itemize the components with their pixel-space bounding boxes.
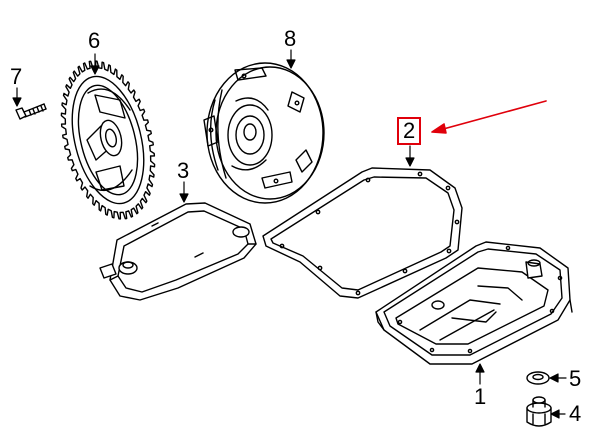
bolt-icon [15,103,47,120]
seal-washer-icon [526,371,550,385]
arrowhead-6 [90,65,100,75]
callout-3: 3 [177,158,190,183]
torque-converter-icon [203,62,325,204]
highlight-arrow [431,100,547,134]
arrowhead-1 [475,363,485,373]
leader-lines [12,49,567,419]
drain-plug-icon [526,396,552,427]
arrowhead-4 [550,409,560,419]
callout-1: 1 [474,384,487,409]
callout-6: 6 [88,28,101,53]
callout-5: 5 [569,366,582,391]
arrowhead-5 [549,373,559,383]
callout-7: 7 [10,64,23,89]
arrowhead-3 [179,193,189,203]
callout-8: 8 [284,26,297,51]
filter-icon [99,202,257,301]
arrowhead-8 [286,59,296,69]
oil-pan-icon [375,241,573,365]
callout-4: 4 [569,401,582,426]
pan-gasket-icon [262,167,463,299]
callout-2: 2 [397,117,422,145]
flywheel-icon [60,60,156,220]
arrowhead-7 [12,97,22,107]
arrowhead-2 [405,157,415,167]
